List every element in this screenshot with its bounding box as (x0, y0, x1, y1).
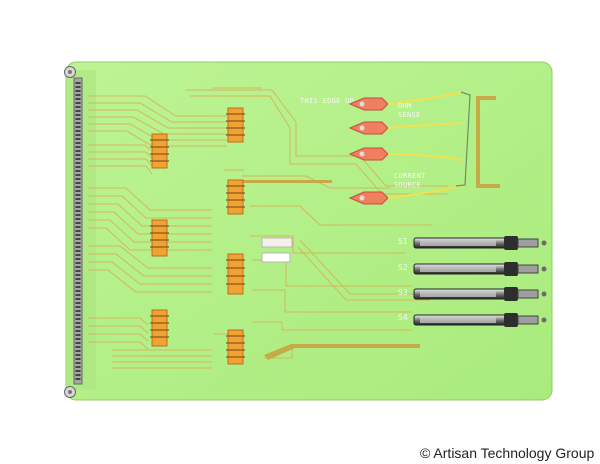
switch-label-s4: S4 (398, 313, 408, 322)
mounting-screws (64, 66, 76, 398)
wire-terminals (348, 91, 471, 205)
switch-label-s2: S2 (398, 263, 408, 272)
terminal-1 (348, 91, 463, 111)
switch-s4 (413, 313, 547, 327)
relay-1 (150, 133, 169, 169)
relay-5 (226, 253, 245, 295)
watermark-credit: © Artisan Technology Group (420, 445, 595, 461)
pcb-ground-pads (242, 96, 500, 360)
current-source-label: CURRENT SOURCE (394, 172, 426, 189)
relay-4 (150, 219, 169, 257)
terminal-3 (348, 147, 463, 161)
relay-6 (150, 309, 169, 347)
switch-s3 (413, 287, 547, 301)
relay-3 (226, 179, 245, 215)
switch-s1 (413, 236, 547, 250)
terminal-4 (348, 185, 463, 205)
relay-2 (226, 107, 245, 143)
relay-7 (226, 329, 245, 365)
switch-label-s3: S3 (398, 288, 408, 297)
relay-chips (150, 107, 245, 365)
switch-s2 (413, 262, 547, 276)
edge-connector (73, 77, 83, 385)
edge-label: THIS EDGE UP (300, 97, 355, 105)
terminal-2 (348, 121, 463, 135)
switch-label-s1: S1 (398, 237, 408, 246)
ohm-sense-label: OHM SENSE (398, 102, 421, 119)
switch-bank (413, 236, 547, 327)
board-stickers (261, 237, 293, 263)
